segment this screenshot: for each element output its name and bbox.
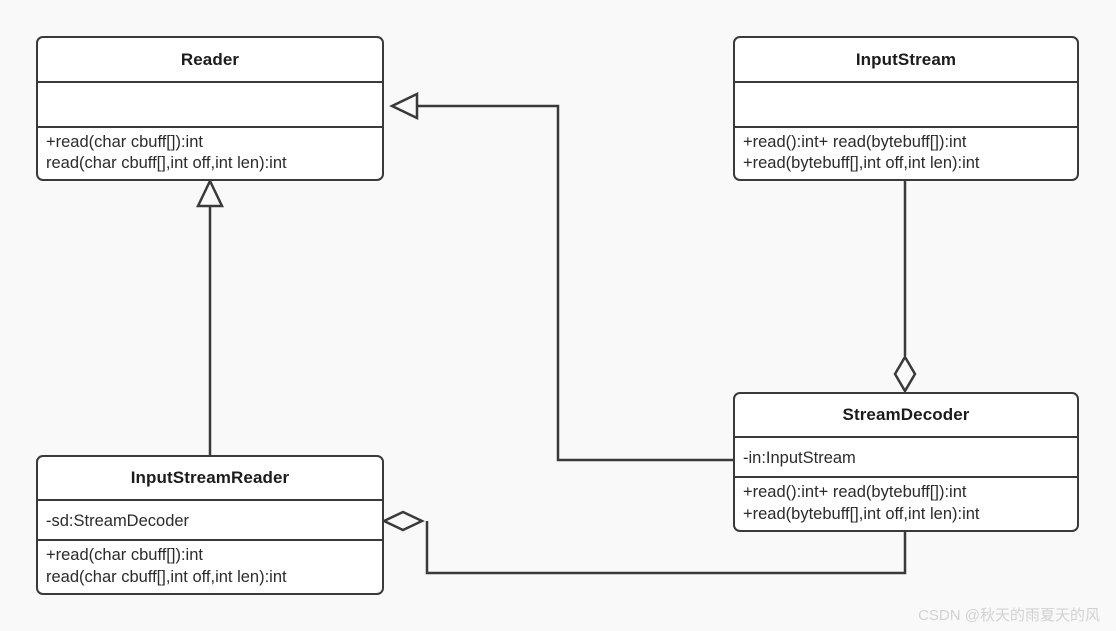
class-attributes-inputstreamreader: -sd:StreamDecoder [38, 501, 382, 541]
operation-item: +read():int+ read(bytebuff[]):int [743, 132, 967, 151]
operation-item: +read(char cbuff[]):int [46, 546, 203, 565]
hollow-triangle-icon [196, 178, 224, 208]
relation-inputstreamreader-extends-reader[interactable] [196, 178, 224, 455]
relation-streamdecoder-aggregates-inputstreamreader[interactable] [381, 510, 907, 575]
relation-inputstream-aggregates-streamdecoder[interactable] [893, 181, 917, 394]
class-attributes-inputstream [735, 83, 1077, 128]
operation-item: read(char cbuff[],int off,int len):int [46, 154, 287, 172]
uml-class-streamdecoder[interactable]: StreamDecoder -in:InputStream +read():in… [733, 392, 1079, 532]
uml-class-reader[interactable]: Reader +read(char cbuff[]):int read(char… [36, 36, 384, 181]
class-operations-streamdecoder: +read():int+ read(bytebuff[]):int +read(… [735, 478, 1077, 530]
attribute-item: -sd:StreamDecoder [46, 511, 190, 530]
class-title-inputstreamreader: InputStreamReader [38, 457, 382, 501]
operation-item: read(char cbuff[],int off,int len):int [46, 567, 287, 586]
class-operations-inputstream: +read():int+ read(bytebuff[]):int +read(… [735, 128, 1077, 179]
operation-item: +read():int+ read(bytebuff[]):int [743, 483, 967, 502]
operation-item: +read(char cbuff[]):int [46, 132, 203, 151]
operation-item: +read(bytebuff[],int off,int len):int [743, 154, 980, 172]
attribute-item: -in:InputStream [743, 448, 856, 467]
class-operations-inputstreamreader: +read(char cbuff[]):int read(char cbuff[… [38, 541, 382, 593]
class-title-reader: Reader [38, 38, 382, 83]
class-attributes-reader [38, 83, 382, 128]
class-title-inputstream: InputStream [735, 38, 1077, 83]
csdn-watermark: CSDN @秋天的雨夏天的风 [918, 607, 1100, 624]
uml-class-inputstreamreader[interactable]: InputStreamReader -sd:StreamDecoder +rea… [36, 455, 384, 595]
class-title-streamdecoder: StreamDecoder [735, 394, 1077, 438]
uml-class-inputstream[interactable]: InputStream +read():int+ read(bytebuff[]… [733, 36, 1079, 181]
relation-streamdecoder-extends-reader[interactable] [389, 92, 733, 462]
class-operations-reader: +read(char cbuff[]):int read(char cbuff[… [38, 128, 382, 179]
hollow-triangle-icon [389, 92, 419, 120]
class-attributes-streamdecoder: -in:InputStream [735, 438, 1077, 478]
hollow-diamond-icon [893, 354, 917, 394]
hollow-diamond-icon [381, 510, 425, 532]
operation-item: +read(bytebuff[],int off,int len):int [743, 504, 980, 523]
